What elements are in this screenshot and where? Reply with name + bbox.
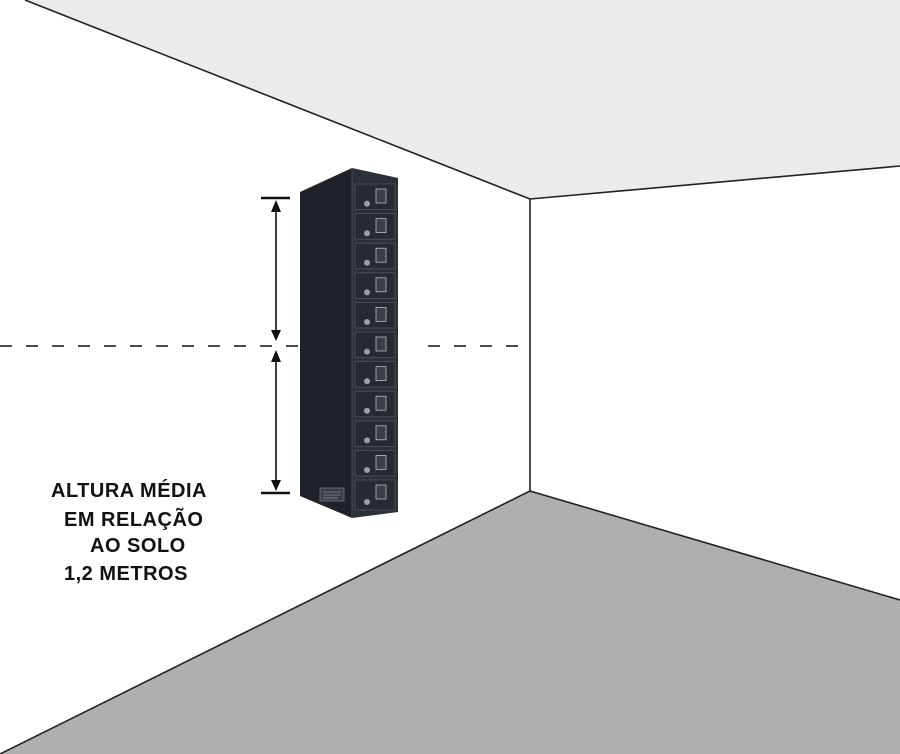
- cabinet-door: [354, 361, 396, 388]
- lock-icon: [364, 289, 370, 296]
- arrowhead-up: [271, 350, 281, 362]
- cabinet-door: [354, 479, 396, 511]
- lock-icon: [364, 499, 370, 505]
- lock-icon: [364, 378, 370, 385]
- lock-icon: [364, 467, 370, 473]
- cabinet-warning-plate: [319, 487, 345, 502]
- door-number-window: [375, 484, 387, 500]
- door-number-window: [375, 455, 387, 470]
- cabinet-door: [354, 183, 396, 211]
- lock-icon: [364, 407, 370, 414]
- ceiling: [25, 0, 900, 199]
- door-number-window: [375, 247, 387, 263]
- caption-line-2: EM RELAÇÃO: [64, 509, 204, 531]
- cabinet-door: [354, 213, 396, 240]
- locker-cabinet: [300, 168, 398, 518]
- floor-right-edge: [529, 490, 900, 601]
- door-number-window: [375, 425, 387, 441]
- lock-icon: [364, 200, 370, 207]
- dimension-arrows: [261, 196, 290, 495]
- cabinet-door: [354, 449, 396, 477]
- lock-icon: [364, 230, 370, 237]
- cabinet-door: [354, 420, 396, 447]
- arrowhead-up: [271, 200, 281, 212]
- door-number-window: [375, 395, 387, 411]
- arrowhead-down: [271, 480, 281, 491]
- cabinet-door: [354, 272, 396, 299]
- arrowhead-down: [271, 330, 281, 341]
- floor: [0, 491, 900, 754]
- floor-left-edge: [0, 490, 531, 754]
- cabinet-door: [354, 242, 396, 270]
- door-number-window: [375, 366, 387, 381]
- door-number-window: [375, 188, 387, 204]
- cabinet-door: [354, 331, 396, 359]
- lock-icon: [364, 437, 370, 444]
- caption-line-1: ALTURA MÉDIA: [51, 480, 207, 502]
- cabinet-side-panel: [300, 168, 352, 518]
- caption-line-4: 1,2 METROS: [64, 563, 188, 585]
- ceiling-left-edge: [24, 0, 531, 200]
- cabinet-door: [354, 390, 396, 418]
- lock-icon: [364, 348, 370, 355]
- door-number-window: [375, 307, 387, 322]
- door-number-window: [375, 277, 387, 293]
- cabinet-door: [354, 301, 396, 329]
- door-number-window: [375, 336, 387, 352]
- ceiling-right-edge: [529, 165, 900, 200]
- lock-icon: [364, 259, 370, 266]
- door-number-window: [375, 218, 387, 233]
- cabinet-doors: [354, 183, 396, 511]
- lock-icon: [364, 319, 370, 325]
- caption-line-3: AO SOLO: [90, 535, 186, 557]
